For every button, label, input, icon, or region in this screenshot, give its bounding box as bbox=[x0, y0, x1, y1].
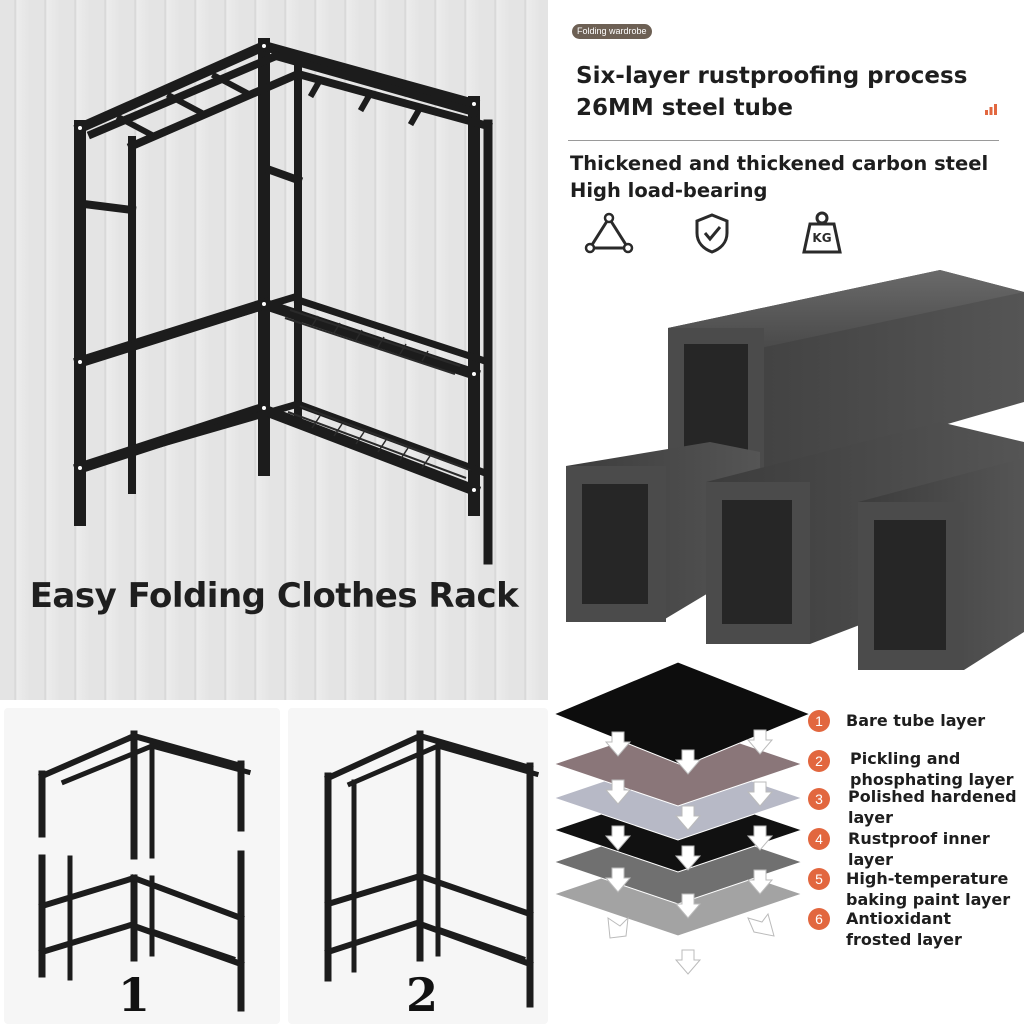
rack-assembled-step-2 bbox=[324, 730, 540, 1008]
rack-unfolded-step-1 bbox=[38, 730, 252, 1012]
triangle-stability-icon bbox=[584, 212, 634, 254]
main-product-panel: Easy Folding Clothes Rack bbox=[0, 0, 548, 700]
layer-1-line-1: Bare tube layer bbox=[846, 711, 986, 730]
layer-1-number: 1 bbox=[808, 710, 830, 732]
layer-5-line-1: High-temperature bbox=[846, 869, 1009, 888]
coating-layers-diagram bbox=[552, 661, 810, 975]
step-1-panel: 1 bbox=[4, 708, 280, 1024]
layer-4-line-2: layer bbox=[848, 850, 893, 869]
layer-2-line-1: Pickling and bbox=[850, 749, 961, 768]
layer-4-label: Rustproof inner layer bbox=[848, 828, 1024, 870]
layer-4-number: 4 bbox=[808, 828, 830, 850]
layer-3-number: 3 bbox=[808, 788, 830, 810]
signal-bars-icon bbox=[985, 104, 997, 115]
layer-6-line-2: frosted layer bbox=[846, 930, 962, 949]
layer-3-label: Polished hardened layer bbox=[848, 786, 1024, 828]
shield-check-icon bbox=[695, 213, 729, 254]
layer-3-line-2: layer bbox=[848, 808, 893, 827]
headline-line-2: 26MM steel tube bbox=[576, 95, 793, 121]
layer-6-line-1: Antioxidant bbox=[846, 909, 951, 928]
step-2-panel: 2 bbox=[288, 708, 548, 1024]
layer-6-number: 6 bbox=[808, 908, 830, 930]
layer-6-label: Antioxidant frosted layer bbox=[846, 908, 1024, 950]
layer-2-line-2: phosphating layer bbox=[850, 770, 1014, 789]
main-title: Easy Folding Clothes Rack bbox=[29, 576, 519, 616]
layer-3-line-1: Polished hardened bbox=[848, 787, 1017, 806]
weight-kg-label: KG bbox=[812, 231, 832, 245]
subhead-line-1: Thickened and thickened carbon steel bbox=[570, 152, 989, 175]
step-2-number: 2 bbox=[405, 968, 438, 1022]
weight-kg-icon: KG bbox=[800, 210, 844, 256]
steel-tubes-image bbox=[566, 270, 1024, 670]
layer-2-label: Pickling and phosphating layer bbox=[850, 748, 1024, 790]
layer-5-line-2: baking paint layer bbox=[846, 890, 1011, 909]
step-1-number: 1 bbox=[117, 968, 150, 1022]
layer-2-number: 2 bbox=[808, 750, 830, 772]
layer-1-label: Bare tube layer bbox=[846, 710, 1024, 731]
subhead-line-2: High load-bearing bbox=[570, 179, 768, 202]
headline: Six-layer rustproofing process 26MM stee… bbox=[576, 60, 1016, 124]
clothes-rack-illustration bbox=[73, 38, 493, 565]
headline-line-1: Six-layer rustproofing process bbox=[576, 63, 968, 89]
layer-4-line-1: Rustproof inner bbox=[848, 829, 990, 848]
category-badge: Folding wardrobe bbox=[572, 24, 652, 39]
layer-5-label: High-temperature baking paint layer bbox=[846, 868, 1024, 910]
headline-divider bbox=[568, 140, 999, 141]
layer-5-number: 5 bbox=[808, 868, 830, 890]
subhead: Thickened and thickened carbon steel Hig… bbox=[570, 150, 1020, 204]
